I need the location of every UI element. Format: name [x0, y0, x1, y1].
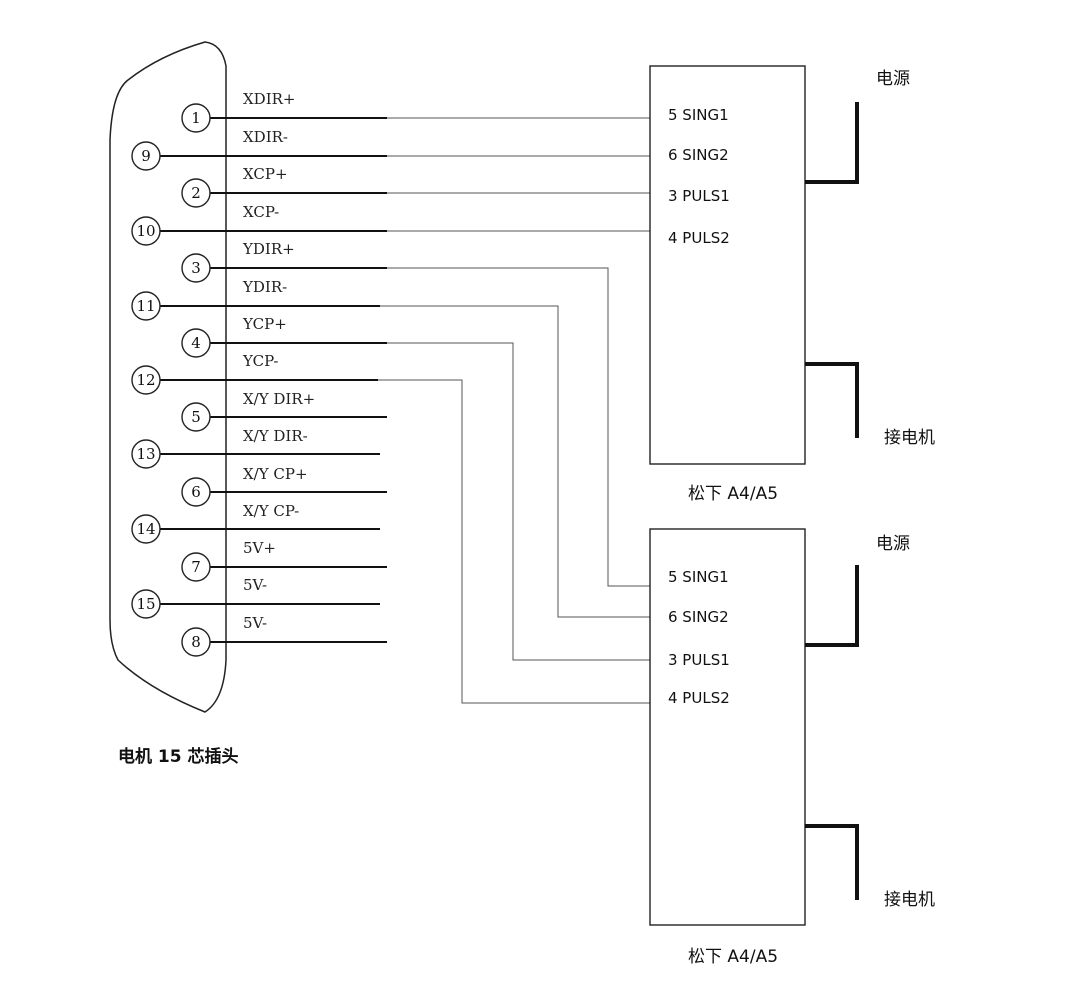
signal-label: XCP+: [243, 165, 288, 183]
pin-6: 6: [181, 477, 211, 507]
pin-number: 13: [136, 445, 155, 463]
driver-name: 松下 A4/A5: [688, 484, 778, 504]
signal-label: X/Y DIR-: [243, 427, 308, 445]
pin-stubs: [160, 117, 387, 643]
pin-number: 3: [191, 259, 201, 277]
signal-label: X/Y CP-: [243, 502, 299, 520]
power-label: 电源: [876, 534, 910, 554]
signal-label: X/Y CP+: [243, 465, 308, 483]
pin-number: 5: [191, 408, 201, 426]
wires-driver-2: [378, 267, 650, 704]
terminal-label: 4 PULS2: [668, 229, 730, 247]
connector-outline: [109, 41, 227, 713]
driver-box: [649, 65, 806, 465]
terminal-label: 6 SING2: [668, 608, 729, 626]
pin-number: 14: [136, 520, 155, 538]
driver-2: 5 SING1 6 SING2 3 PULS1 4 PULS2 电源 接电机 松…: [649, 528, 935, 967]
signal-label: 5V-: [243, 614, 267, 632]
terminal-label: 6 SING2: [668, 146, 729, 164]
power-terminal: [805, 565, 859, 647]
pin-14: 14: [131, 514, 161, 544]
pin-3: 3: [181, 253, 211, 283]
signal-label: XDIR-: [243, 128, 288, 146]
pin-15: 15: [131, 589, 161, 619]
wire-ycp-plus: [387, 342, 650, 661]
pin-number: 12: [136, 371, 155, 389]
motor-label: 接电机: [884, 428, 935, 448]
signal-label: YCP+: [242, 315, 287, 333]
pin-12: 12: [131, 365, 161, 395]
pin-10: 10: [131, 216, 161, 246]
signal-label: YDIR-: [242, 278, 287, 296]
wires-driver-1: [387, 117, 650, 232]
signal-label: YCP-: [242, 352, 278, 370]
terminal-label: 5 SING1: [668, 106, 729, 124]
pin-13: 13: [131, 439, 161, 469]
wire-ydir-minus: [380, 305, 650, 618]
terminal-label: 3 PULS1: [668, 187, 730, 205]
pin-1: 1: [181, 103, 211, 133]
motor-terminal: [805, 824, 859, 900]
pin-number: 8: [191, 633, 201, 651]
pin-number: 15: [136, 595, 155, 613]
pin-circles: 1 9 2 10 3 11 4 12 5 13 6 14 7 15 8: [131, 103, 211, 657]
signal-label: YDIR+: [242, 240, 295, 258]
pin-8: 8: [181, 627, 211, 657]
connector-title: 电机 15 芯插头: [118, 746, 239, 767]
pin-11: 11: [131, 291, 161, 321]
driver-name: 松下 A4/A5: [688, 947, 778, 967]
signal-label: 5V-: [243, 576, 267, 594]
pin-number: 4: [191, 334, 201, 352]
pin-number: 9: [141, 147, 151, 165]
signal-label: XCP-: [243, 203, 279, 221]
pin-4: 4: [181, 328, 211, 358]
pin-number: 10: [136, 222, 155, 240]
motor-terminal: [805, 362, 859, 438]
signal-label: X/Y DIR+: [243, 390, 315, 408]
driver-1: 5 SING1 6 SING2 3 PULS1 4 PULS2 电源 接电机 松…: [649, 65, 935, 504]
pin-number: 2: [191, 184, 201, 202]
wire-ydir-plus: [387, 267, 650, 587]
pin-7: 7: [181, 552, 211, 582]
terminal-label: 5 SING1: [668, 568, 729, 586]
pin-number: 7: [191, 558, 201, 576]
pin-number: 1: [191, 109, 201, 127]
driver-box: [649, 528, 806, 926]
terminal-label: 4 PULS2: [668, 689, 730, 707]
wire-ycp-minus: [378, 379, 650, 704]
terminal-label: 3 PULS1: [668, 651, 730, 669]
pin-2: 2: [181, 178, 211, 208]
pin-5: 5: [181, 402, 211, 432]
power-terminal: [805, 102, 859, 184]
pin-9: 9: [131, 141, 161, 171]
pin-number: 6: [191, 483, 201, 501]
power-label: 电源: [876, 69, 910, 89]
motor-label: 接电机: [884, 890, 935, 910]
signal-labels: XDIR+ XDIR- XCP+ XCP- YDIR+ YDIR- YCP+ Y…: [242, 90, 315, 632]
signal-label: XDIR+: [243, 90, 296, 108]
signal-label: 5V+: [243, 539, 276, 557]
pin-number: 11: [136, 297, 155, 315]
